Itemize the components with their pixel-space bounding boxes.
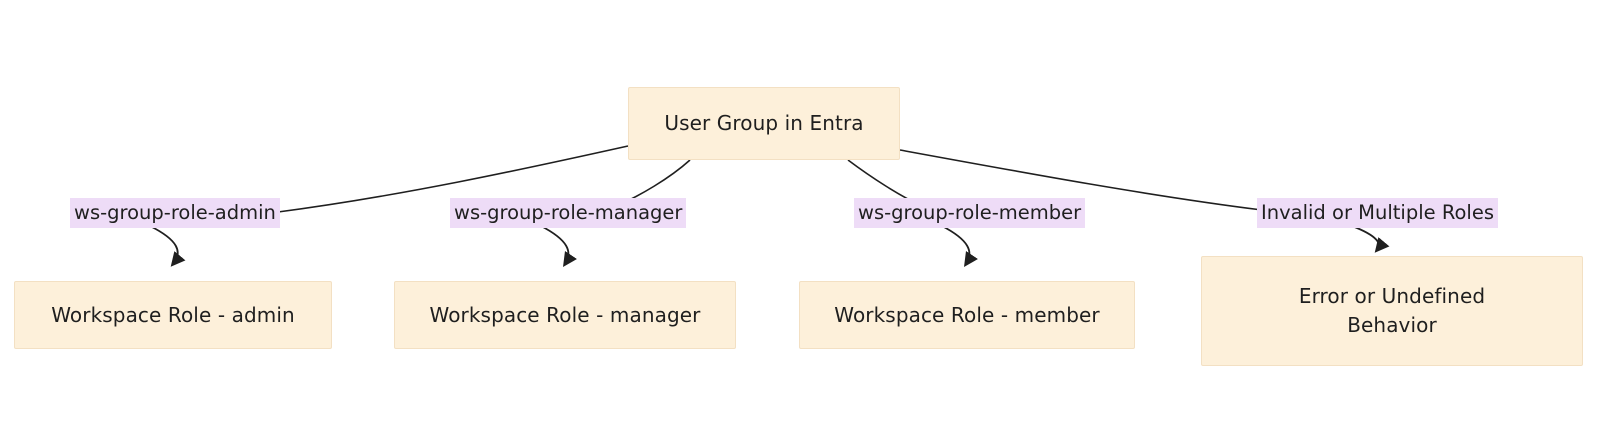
node-workspace-role-manager[interactable]: Workspace Role - manager <box>394 281 736 349</box>
node-label: Workspace Role - member <box>834 302 1100 327</box>
edge-label-invalid-or-multiple-roles: Invalid or Multiple Roles <box>1257 198 1498 229</box>
edge-label-text: Invalid or Multiple Roles <box>1261 201 1494 224</box>
edge-invalid-label-to-node <box>1351 225 1390 253</box>
node-user-group-in-entra[interactable]: User Group in Entra <box>628 87 900 160</box>
edge-label-text: ws-group-role-member <box>858 201 1082 224</box>
node-label: Workspace Role - admin <box>51 302 295 327</box>
edge-label-text: ws-group-role-manager <box>454 201 683 224</box>
node-label-line-1: Error or Undefined <box>1298 284 1486 308</box>
edge-manager-label-to-node <box>540 225 577 267</box>
edge-root-to-invalid <box>899 149 1263 211</box>
edge-admin-label-to-node <box>149 225 186 267</box>
node-workspace-role-member[interactable]: Workspace Role - member <box>799 281 1135 349</box>
edge-root-to-admin <box>277 145 629 213</box>
node-error-or-undefined-behavior[interactable]: Error or Undefined Behavior <box>1201 256 1583 366</box>
node-workspace-role-admin[interactable]: Workspace Role - admin <box>14 281 332 349</box>
node-label-line-2: Behavior <box>1347 313 1437 337</box>
edge-label-ws-group-role-manager: ws-group-role-manager <box>450 198 687 229</box>
edge-label-ws-group-role-admin: ws-group-role-admin <box>70 198 280 229</box>
edge-label-text: ws-group-role-admin <box>74 201 276 224</box>
edge-member-label-to-node <box>941 225 978 267</box>
node-label: Workspace Role - manager <box>429 302 701 327</box>
edge-label-ws-group-role-member: ws-group-role-member <box>854 198 1086 229</box>
node-label: User Group in Entra <box>664 111 864 135</box>
